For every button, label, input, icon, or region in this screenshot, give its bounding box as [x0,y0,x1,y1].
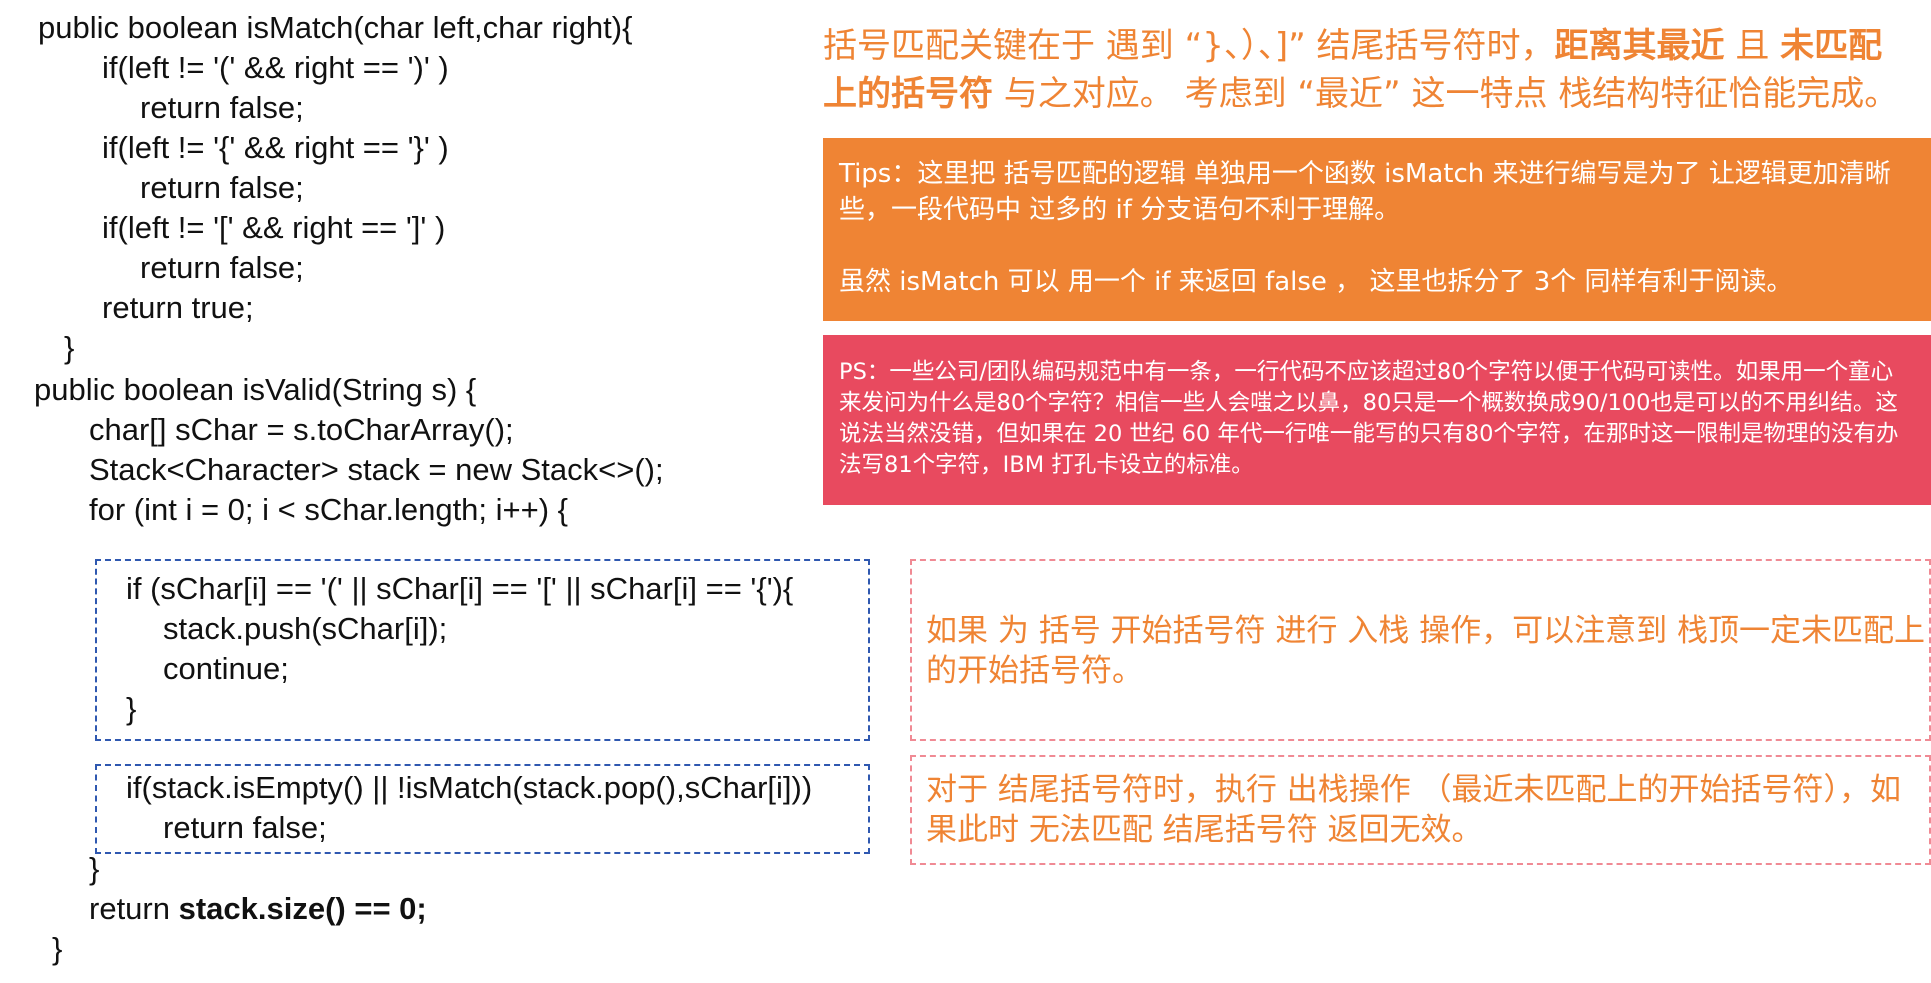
code-line: if(left != '[' && right == ']' ) [102,210,446,245]
headline-part: 且 [1724,26,1781,66]
ps-box: PS：一些公司/团队编码规范中有一条，一行代码不应该超过80个字符以便于代码可读… [823,335,1931,505]
push-note-box: 如果 为 括号 开始括号符 进行 入栈 操作，可以注意到 栈顶一定未匹配上的开始… [910,559,1931,741]
ps-text: PS：一些公司/团队编码规范中有一条，一行代码不应该超过80个字符以便于代码可读… [839,359,1899,478]
pop-note-text: 对于 结尾括号符时，执行 出栈操作 （最近未匹配上的开始括号符），如果此时 无法… [926,772,1902,848]
code-line: } [126,691,137,726]
code-line: continue; [163,651,289,686]
code-line: return false; [163,810,327,845]
push-note-text: 如果 为 括号 开始括号符 进行 入栈 操作，可以注意到 栈顶一定未匹配上的开始… [926,613,1925,689]
code-line: } [89,851,100,886]
code-line: return false; [140,170,304,205]
headline-bold: 距离其最近 [1554,26,1725,66]
code-line: return true; [102,290,254,325]
code-line: char[] sChar = s.toCharArray(); [89,412,514,447]
headline-part: 括号匹配关键在于 遇到 “}、）、]” 结尾括号符时， [823,26,1555,66]
code-line: return false; [140,250,304,285]
code-line: if(left != '(' && right == ')' ) [102,50,449,85]
code-line: Stack<Character> stack = new Stack<>(); [89,452,664,487]
tips-box: Tips：这里把 括号匹配的逻辑 单独用一个函数 isMatch 来进行编写是为… [823,138,1931,321]
code-line: public boolean isValid(String s) { [34,372,477,407]
code-line: if (sChar[i] == '(' || sChar[i] == '[' |… [126,571,794,606]
headline-bold: 未匹配上的括号符 [823,26,1883,114]
tips-text: Tips：这里把 括号匹配的逻辑 单独用一个函数 isMatch 来进行编写是为… [839,159,1891,225]
code-line: } [52,931,63,966]
pop-branch-box [95,764,870,854]
code-line: if(left != '{' && right == '}' ) [102,130,449,165]
code-bold-text: stack.size() == 0; [178,891,427,926]
code-line: for (int i = 0; i < sChar.length; i++) { [89,492,569,527]
headline-part: 与之对应。 考虑到 “最近” 这一特点 栈结构特征恰能完成。 [993,74,1899,114]
tips-text: 虽然 isMatch 可以 用一个 if 来返回 false ， 这里也拆分了 … [839,267,1793,297]
pop-note-box: 对于 结尾括号符时，执行 出栈操作 （最近未匹配上的开始括号符），如果此时 无法… [910,755,1931,865]
code-line: return false; [140,90,304,125]
push-branch-box [95,559,870,741]
code-line: stack.push(sChar[i]); [163,611,448,646]
headline-text: 括号匹配关键在于 遇到 “}、）、]” 结尾括号符时，距离其最近 且 未匹配上的… [823,22,1913,118]
code-line: public boolean isMatch(char left,char ri… [38,10,633,45]
code-line: } [64,330,75,365]
code-line: if(stack.isEmpty() || !isMatch(stack.pop… [126,770,813,805]
code-line-return: return stack.size() == 0; [89,889,427,929]
code-text: return [89,891,179,926]
